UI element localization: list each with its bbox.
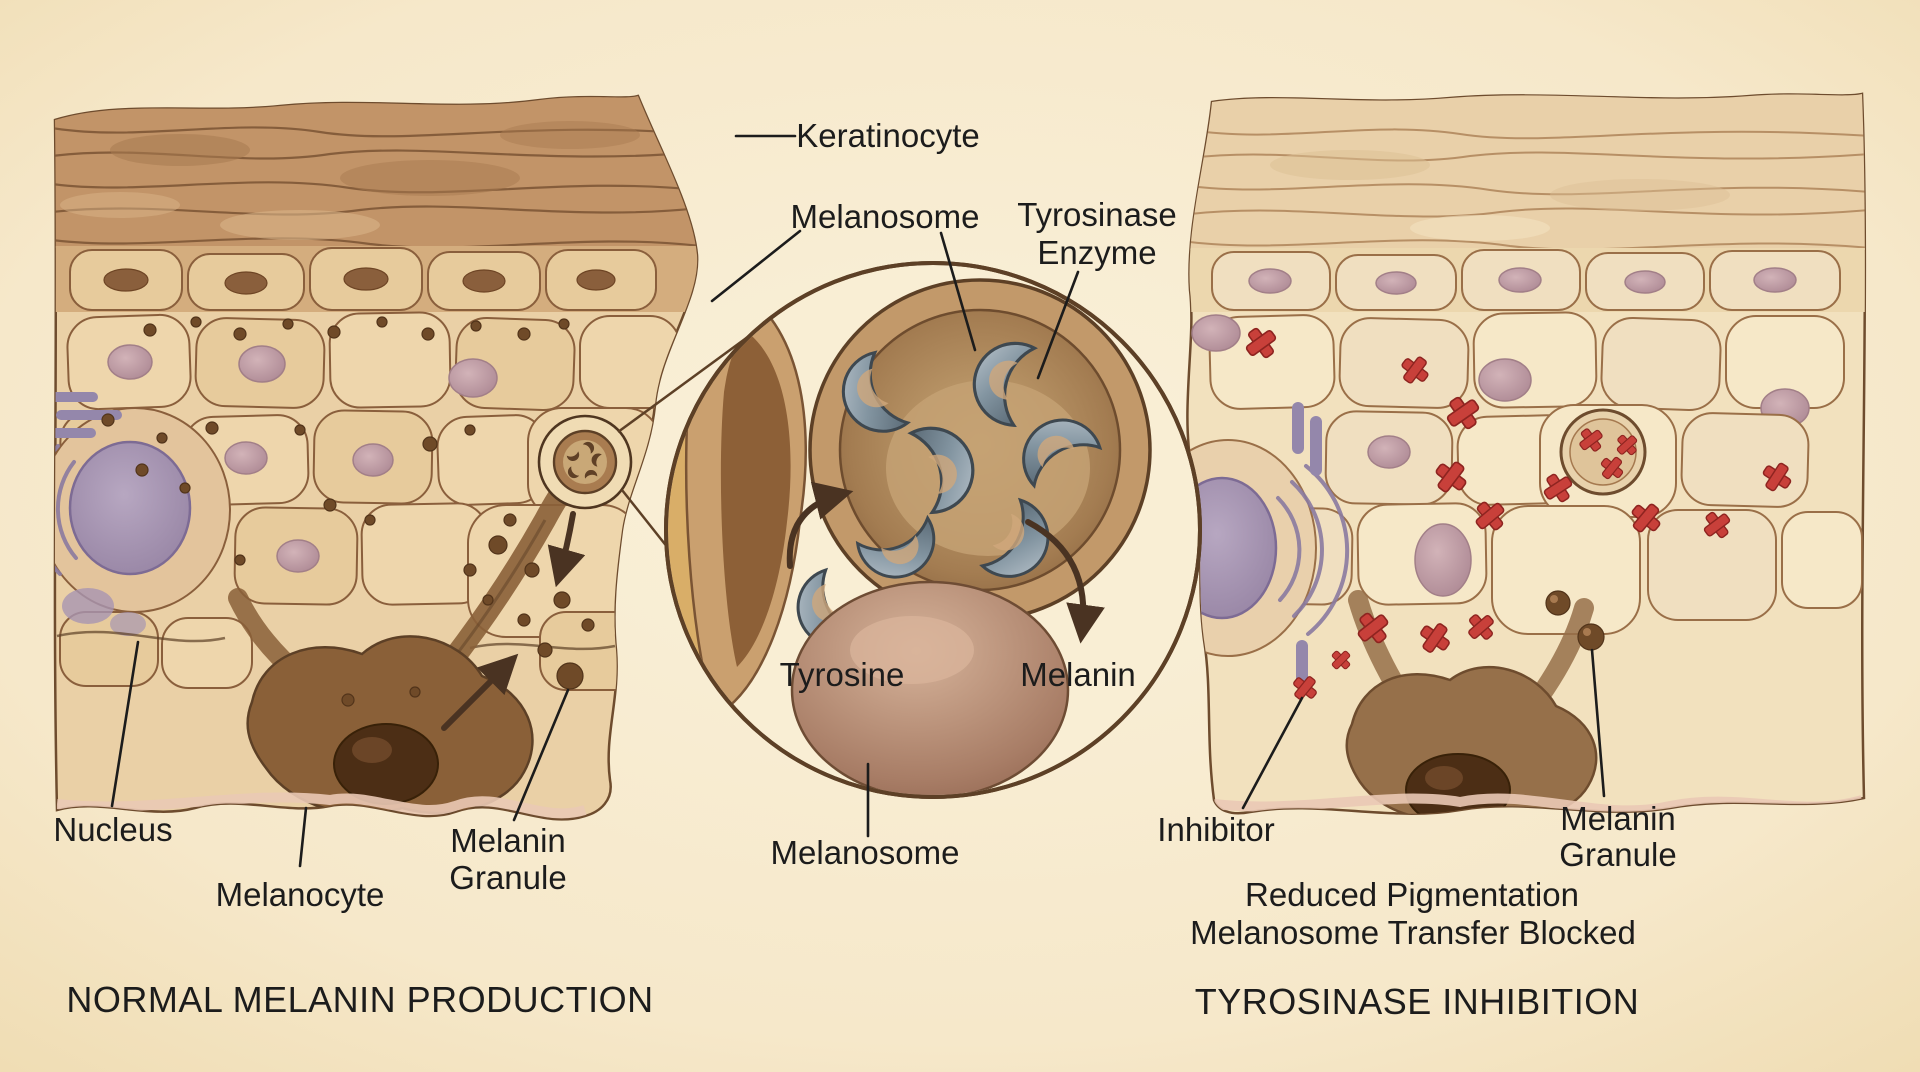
melanin-granule-left-label-line2: Granule bbox=[449, 859, 566, 896]
nucleus-label: Nucleus bbox=[53, 811, 172, 848]
right-melanin-granules bbox=[1545, 590, 1605, 651]
right-skin-panel bbox=[1186, 92, 1867, 815]
melanosome-bottom-label: Melanosome bbox=[771, 834, 960, 871]
melanin-granule-left-label-line1: Melanin bbox=[450, 822, 566, 859]
left-keratinocyte-nucleus-er bbox=[54, 392, 231, 636]
circled-melanosome bbox=[537, 414, 633, 510]
melanin-granule-left-pointer-line bbox=[512, 688, 570, 822]
keratinocyte-label: Keratinocyte bbox=[796, 117, 979, 154]
melanosome-top-pointer-left bbox=[710, 229, 802, 303]
annotation-layer: Keratinocyte Melanosome Tyrosinase Enzym… bbox=[53, 117, 1676, 1022]
melanosome-transfer-up-arrow bbox=[441, 653, 519, 731]
tyrosinase-enzyme-label-line2: Enzyme bbox=[1037, 234, 1156, 271]
tyrosine-label: Tyrosine bbox=[780, 656, 905, 693]
inhibitor-label: Inhibitor bbox=[1157, 811, 1274, 848]
left-skin-panel bbox=[53, 94, 699, 821]
inhibitor-pointer-line bbox=[1241, 696, 1304, 810]
nucleus-pointer-line bbox=[110, 640, 140, 808]
melanosome-top-label: Melanosome bbox=[791, 198, 980, 235]
magnified-melanosome-view bbox=[664, 261, 1202, 799]
melanin-granule-right-label-line1: Melanin bbox=[1560, 800, 1676, 837]
left-melanocyte-body bbox=[246, 635, 534, 816]
left-melanin-granules bbox=[101, 316, 595, 707]
melanin-granule-right-label-line2: Granule bbox=[1559, 836, 1676, 873]
melanosome-transfer-down-arrow bbox=[547, 511, 586, 588]
right-caption-line2: Melanosome Transfer Blocked bbox=[1190, 914, 1636, 951]
left-melanocyte-nucleus bbox=[333, 723, 439, 805]
melanocyte-label: Melanocyte bbox=[216, 876, 385, 913]
melanocyte-pointer-line bbox=[298, 806, 308, 868]
melanin-label: Melanin bbox=[1020, 656, 1136, 693]
blocked-melanosome-circle bbox=[1559, 408, 1647, 496]
tyrosine-to-melanosome-arrow bbox=[786, 481, 854, 569]
pointed-melanin-granule-right bbox=[1577, 623, 1605, 651]
magnified-melanosome-organelle bbox=[808, 278, 1152, 622]
right-panel-title: TYROSINASE INHIBITION bbox=[1195, 981, 1640, 1022]
left-panel-title: NORMAL MELANIN PRODUCTION bbox=[66, 979, 653, 1020]
melanosome-top-pointer-right bbox=[939, 231, 977, 352]
magnifier-tangent-line-bottom bbox=[621, 489, 669, 549]
right-caption-line1: Reduced Pigmentation bbox=[1245, 876, 1579, 913]
melanin-granule-right-pointer-line bbox=[1590, 648, 1606, 798]
tyrosinase-enzyme-label-line1: Tyrosinase bbox=[1017, 196, 1177, 233]
tyrosinase-pointer-line bbox=[1036, 270, 1080, 380]
pointed-melanin-granule bbox=[556, 662, 584, 690]
melanosome-to-melanin-arrow bbox=[1025, 519, 1105, 644]
